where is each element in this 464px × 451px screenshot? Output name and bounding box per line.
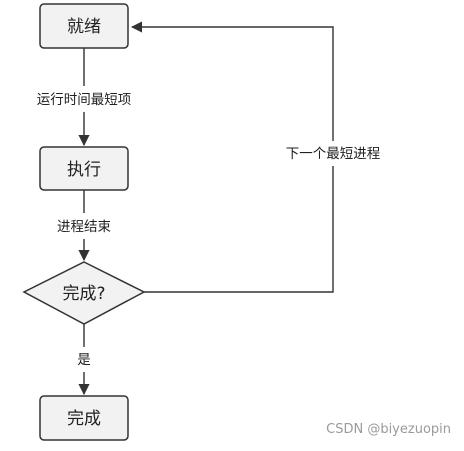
node-ready-box bbox=[39, 3, 129, 49]
edge-check-to-ready: 下一个最短进程 bbox=[130, 21, 381, 293]
node-execute-box bbox=[39, 146, 129, 191]
node-ready-label: 就绪 bbox=[67, 17, 101, 37]
node-done-check: 完成? bbox=[22, 261, 146, 325]
node-done-box bbox=[39, 395, 129, 441]
node-done: 完成 bbox=[39, 395, 129, 441]
node-done-check-label: 完成? bbox=[62, 284, 105, 304]
node-done-label: 完成 bbox=[67, 409, 101, 429]
edge-label-loop: 下一个最短进程 bbox=[286, 146, 381, 162]
edge-line-loop-upper bbox=[130, 21, 334, 141]
edge-execute-to-check: 进程结束 bbox=[57, 190, 111, 262]
edge-label-ready-execute: 运行时间最短项 bbox=[37, 92, 132, 108]
node-execute-label: 执行 bbox=[67, 160, 101, 180]
edge-line-loop-lower bbox=[144, 166, 334, 293]
node-done-check-diamond bbox=[22, 261, 146, 325]
edge-label-check-done: 是 bbox=[77, 352, 91, 368]
node-execute: 执行 bbox=[39, 146, 129, 191]
watermark-text: CSDN @biyezuopin bbox=[326, 422, 451, 437]
edge-check-to-done: 是 bbox=[77, 324, 91, 396]
edge-ready-to-execute: 运行时间最短项 bbox=[37, 48, 132, 147]
edge-label-execute-check: 进程结束 bbox=[57, 219, 111, 235]
node-ready: 就绪 bbox=[39, 3, 129, 49]
